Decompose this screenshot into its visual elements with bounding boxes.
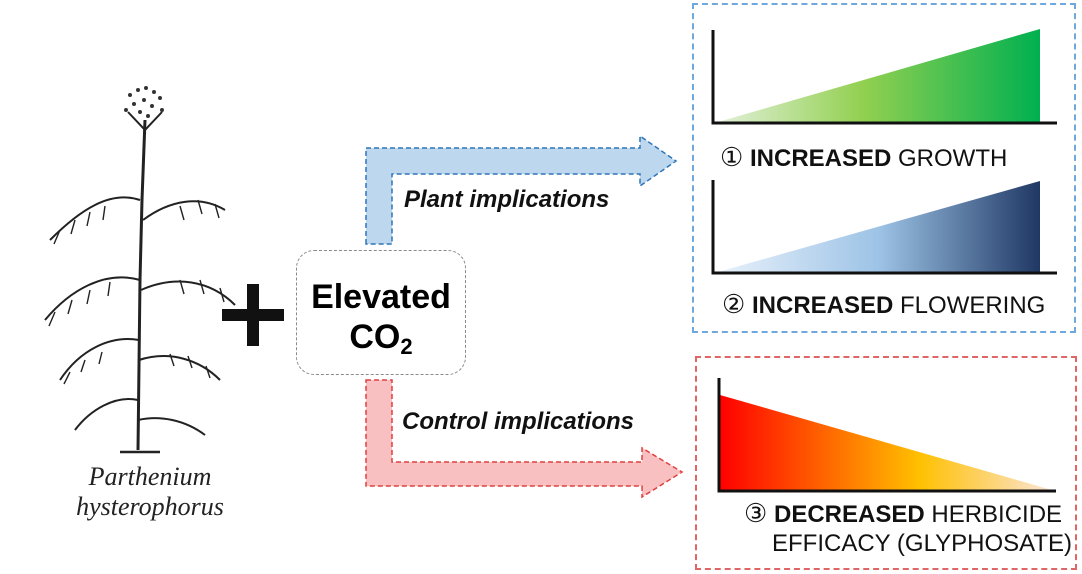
number-1-icon: ① [720,142,744,172]
plant-implications-panel [692,3,1076,333]
effect-herbicide-text-line2: EFFICACY (GLYPHOSATE) [772,530,1073,557]
species-label: Parthenium hysterophorus [40,462,260,522]
flowering-graph [711,180,1057,275]
effect-growth-text: GROWTH [891,145,1008,172]
effect-decreased-herbicide-efficacy: ③ DECREASED HERBICIDE [744,498,1062,529]
number-2-icon: ② [722,289,746,319]
co2-label: CO2 [297,317,465,367]
effect-flowering-keyword: INCREASED [751,292,894,319]
co2-main: CO [349,318,401,356]
herbicide-efficacy-graph [717,378,1056,493]
effect-herbicide-text: HERBICIDE [924,501,1063,528]
control-implications-arrow [365,379,684,499]
effect-herbicide-keyword: DECREASED [773,501,925,528]
effect-flowering-text: FLOWERING [893,292,1046,319]
elevated-label: Elevated [311,278,451,316]
control-implications-panel [695,356,1077,570]
parthenium-plant-illustration [44,86,236,454]
plant-implications-arrow [365,134,678,245]
co2-subscript: 2 [400,334,413,359]
number-3-icon: ③ [744,498,768,528]
plus-symbol [222,284,284,346]
elevated-co2-box: Elevated CO2 [296,250,466,375]
growth-graph [711,29,1057,125]
effect-growth-keyword: INCREASED [749,145,892,172]
species-label-line2: hysterophorus [76,492,224,521]
species-label-line1: Parthenium [88,462,212,491]
plant-implications-label: Plant implications [404,186,610,213]
effect-increased-growth: ① INCREASED GROWTH [720,142,1007,173]
control-implications-label: Control implications [402,408,635,435]
effect-increased-flowering: ② INCREASED FLOWERING [722,289,1045,320]
